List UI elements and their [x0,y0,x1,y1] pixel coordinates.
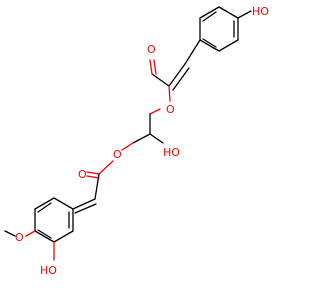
bond [202,38,217,48]
bond [153,59,157,75]
methoxy-oxygen-label: O [15,231,24,244]
middle-hydroxyl-label: HO [163,146,180,159]
bond [25,230,36,237]
top-hydroxyl-label: HO [252,5,269,18]
bond [218,39,239,52]
bond [132,133,151,144]
bond [199,39,220,52]
bond [86,175,100,179]
bond [34,197,55,210]
bond [4,230,16,237]
bond [86,171,100,175]
bond [98,160,114,175]
bond [74,203,97,214]
bond [94,173,100,200]
top-phenyl-ring [199,6,239,52]
bottom-ester-oxygen-label: O [113,148,122,161]
bond [149,133,164,144]
bond [199,6,220,19]
bond [218,6,239,19]
bond [34,230,55,243]
bond [53,230,74,243]
bond [53,197,74,210]
bond [202,11,217,22]
bottom-hydroxyl-label: HO [40,264,57,277]
bond [149,59,153,75]
bottom-phenyl-ring [34,197,74,243]
bond [37,229,52,239]
bond [72,198,96,210]
bond [168,85,171,102]
bond [172,67,190,91]
bond [149,108,161,115]
bottom-carbonyl-oxygen-label: O [78,168,87,181]
bond [168,63,186,87]
bond [121,142,134,151]
bond [37,202,52,213]
molecule-diagram: HO O O HO O O [4,5,269,277]
bond [237,10,252,19]
top-carbonyl-oxygen-label: O [147,43,156,56]
bond [151,73,170,87]
structure-canvas: HO O O HO O O [4,5,269,277]
bond [184,39,201,65]
top-ester-oxygen-label: O [166,103,175,116]
